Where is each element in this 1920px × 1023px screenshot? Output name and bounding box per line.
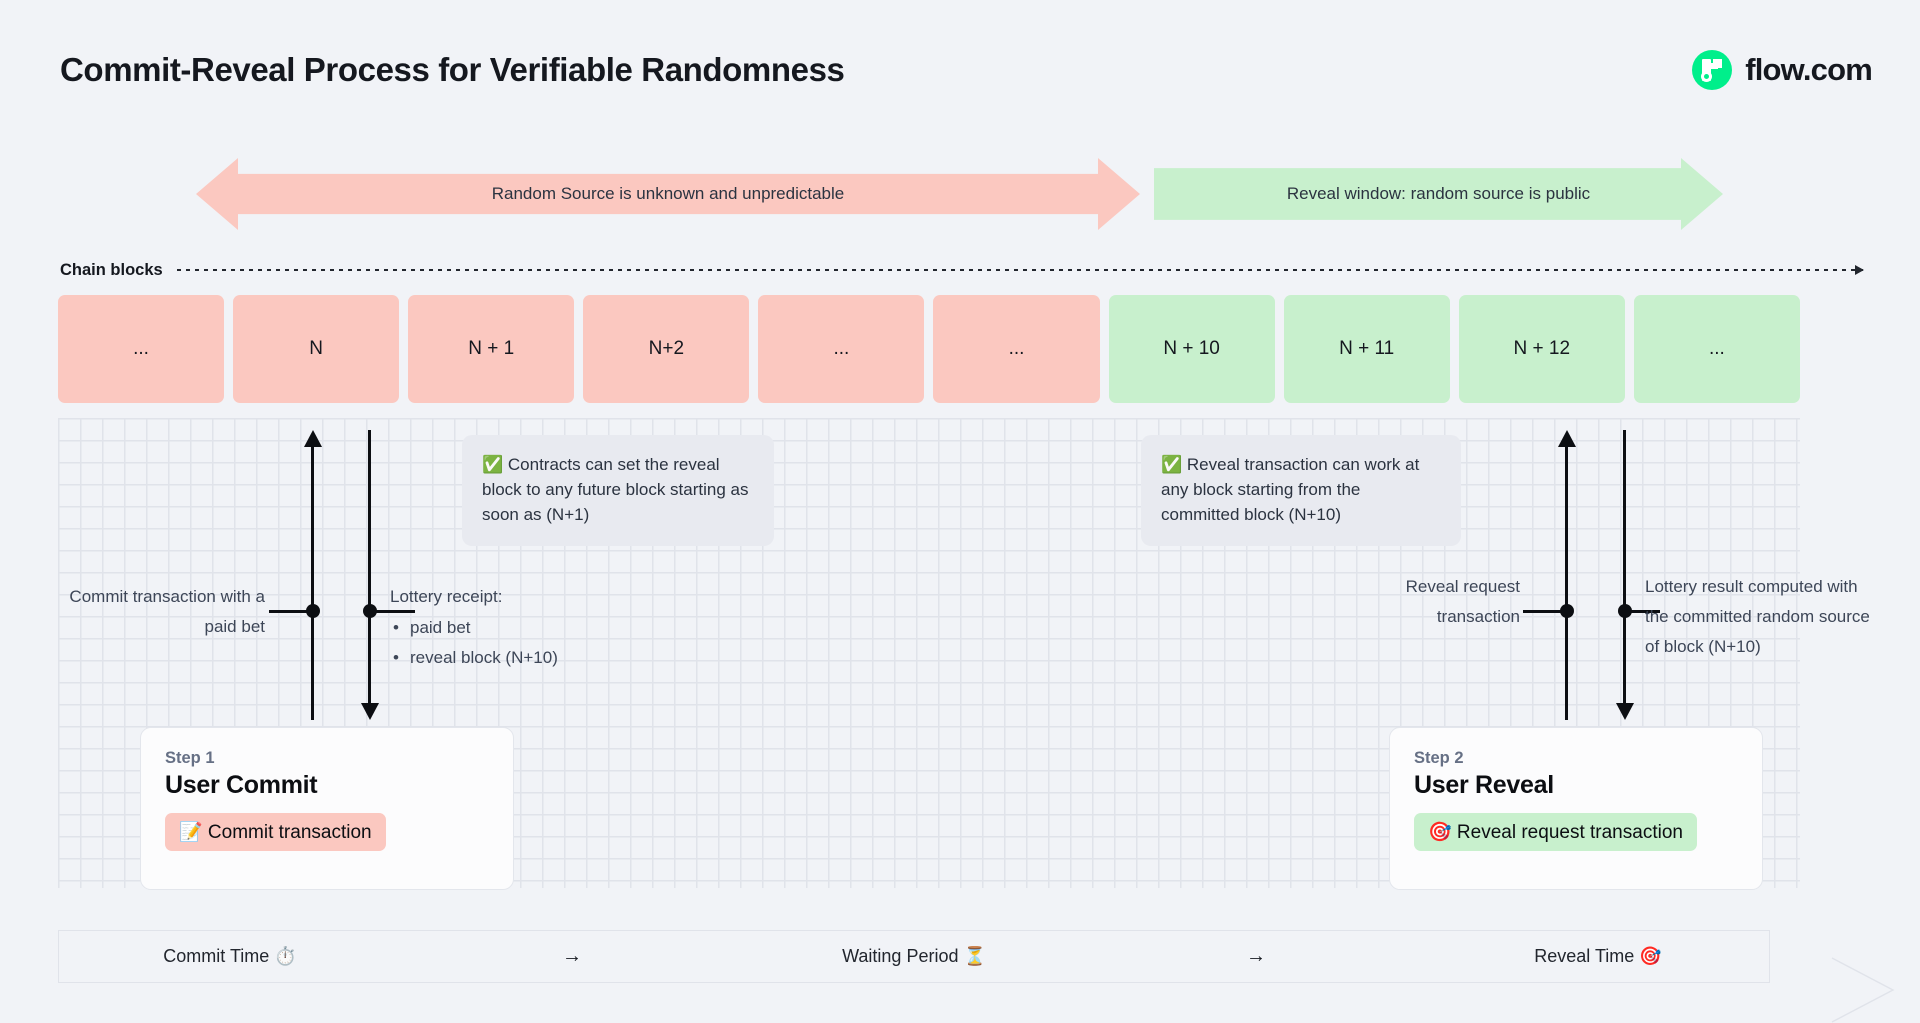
chain-axis-dotted-line bbox=[176, 265, 1865, 275]
timeline-waiting-period: Waiting Period ⏳ bbox=[842, 946, 986, 966]
chain-block: ... bbox=[1633, 295, 1800, 403]
flow-logo-icon bbox=[1692, 50, 1733, 90]
step-card-user-reveal[interactable]: Step 2 User Reveal 🎯 Reveal request tran… bbox=[1389, 727, 1763, 890]
chain-block: N + 10 bbox=[1108, 295, 1275, 403]
chain-block: N + 12 bbox=[1458, 295, 1625, 403]
chain-block: ... bbox=[933, 295, 1100, 403]
step-2-eyebrow: Step 2 bbox=[1414, 749, 1464, 767]
chain-block: N bbox=[233, 295, 400, 403]
annotation-lottery-receipt: Lottery receipt: paid bet reveal block (… bbox=[390, 582, 650, 673]
step-card-user-commit[interactable]: Step 1 User Commit 📝 Commit transaction bbox=[140, 727, 514, 890]
chain-block: N + 11 bbox=[1283, 295, 1450, 403]
phase-banners: Random Source is unknown and unpredictab… bbox=[196, 158, 1723, 230]
step-2-title: User Reveal bbox=[1414, 771, 1554, 799]
timeline-arrow-2-icon: → bbox=[1246, 945, 1266, 967]
brand-logo: flow.com bbox=[1692, 50, 1873, 90]
chain-block: N+2 bbox=[583, 295, 750, 403]
banner-unknown-label: Random Source is unknown and unpredictab… bbox=[491, 184, 845, 203]
step-2-pill-reveal-request-transaction[interactable]: 🎯 Reveal request transaction bbox=[1414, 813, 1697, 851]
chain-blocks-axis: Chain blocks bbox=[60, 258, 1865, 282]
callout-reveal-transaction: ✅ Reveal transaction can work at any blo… bbox=[1141, 435, 1461, 546]
lottery-receipt-list: paid bet reveal block (N+10) bbox=[390, 613, 650, 673]
step-1-eyebrow: Step 1 bbox=[165, 749, 215, 767]
timeline-arrow-1-icon: → bbox=[562, 945, 582, 967]
banner-random-unknown: Random Source is unknown and unpredictab… bbox=[196, 158, 1140, 230]
lottery-receipt-title: Lottery receipt: bbox=[390, 587, 503, 606]
chain-block: ... bbox=[758, 295, 925, 403]
page-header: Commit-Reveal Process for Verifiable Ran… bbox=[60, 42, 1873, 98]
banner-reveal-label: Reveal window: random source is public bbox=[1286, 184, 1591, 203]
page-title: Commit-Reveal Process for Verifiable Ran… bbox=[60, 51, 845, 88]
callout-contracts-reveal-block: ✅ Contracts can set the reveal block to … bbox=[462, 435, 774, 546]
bottom-timeline: Commit Time ⏱️ → Waiting Period ⏳ → Reve… bbox=[58, 930, 1895, 1023]
chain-blocks-label: Chain blocks bbox=[60, 260, 163, 279]
brand-name: flow.com bbox=[1745, 52, 1873, 87]
timeline-bar: Commit Time ⏱️ → Waiting Period ⏳ → Reve… bbox=[58, 930, 1770, 983]
timeline-reveal-time: Reveal Time 🎯 bbox=[1534, 946, 1662, 966]
banner-reveal-window: Reveal window: random source is public bbox=[1154, 158, 1723, 230]
step-1-pill-commit-transaction[interactable]: 📝 Commit transaction bbox=[165, 813, 386, 851]
list-item: reveal block (N+10) bbox=[390, 643, 650, 673]
step-1-title: User Commit bbox=[165, 771, 318, 799]
timeline-arrowhead-icon bbox=[1769, 924, 1895, 1023]
annotation-lottery-result: Lottery result computed with the committ… bbox=[1645, 577, 1870, 656]
timeline-commit-time: Commit Time ⏱️ bbox=[163, 946, 297, 966]
annotation-reveal-request: Reveal request transaction bbox=[1405, 577, 1520, 626]
chain-block: ... bbox=[58, 295, 225, 403]
list-item: paid bet bbox=[390, 613, 650, 643]
chain-block: N + 1 bbox=[408, 295, 575, 403]
annotation-commit-transaction: Commit transaction with a paid bet bbox=[69, 587, 265, 636]
